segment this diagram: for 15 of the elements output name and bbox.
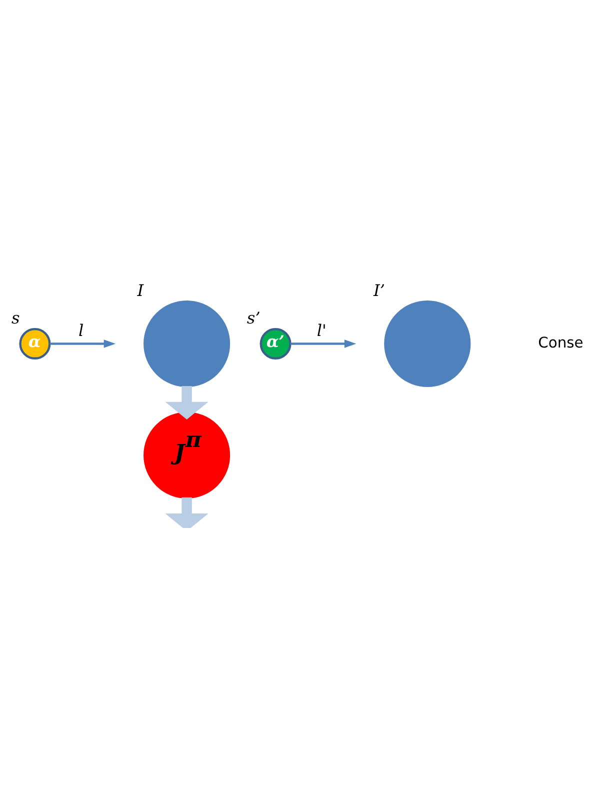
node-label: s (11, 308, 20, 328)
label: Conse (538, 334, 584, 352)
arrow (165, 386, 208, 420)
arrow (165, 497, 208, 528)
edge-label: l' (316, 321, 326, 340)
node-label: I (137, 281, 144, 300)
node-circle (384, 300, 471, 387)
node-circle: α (19, 328, 51, 360)
node-label: s’ (246, 308, 260, 328)
node-circle: α’ (260, 328, 292, 360)
node-label: I’ (373, 281, 385, 300)
arrow (290, 340, 356, 348)
edge-label: l (78, 321, 84, 340)
node-circle (144, 300, 230, 387)
arrow (50, 340, 116, 348)
